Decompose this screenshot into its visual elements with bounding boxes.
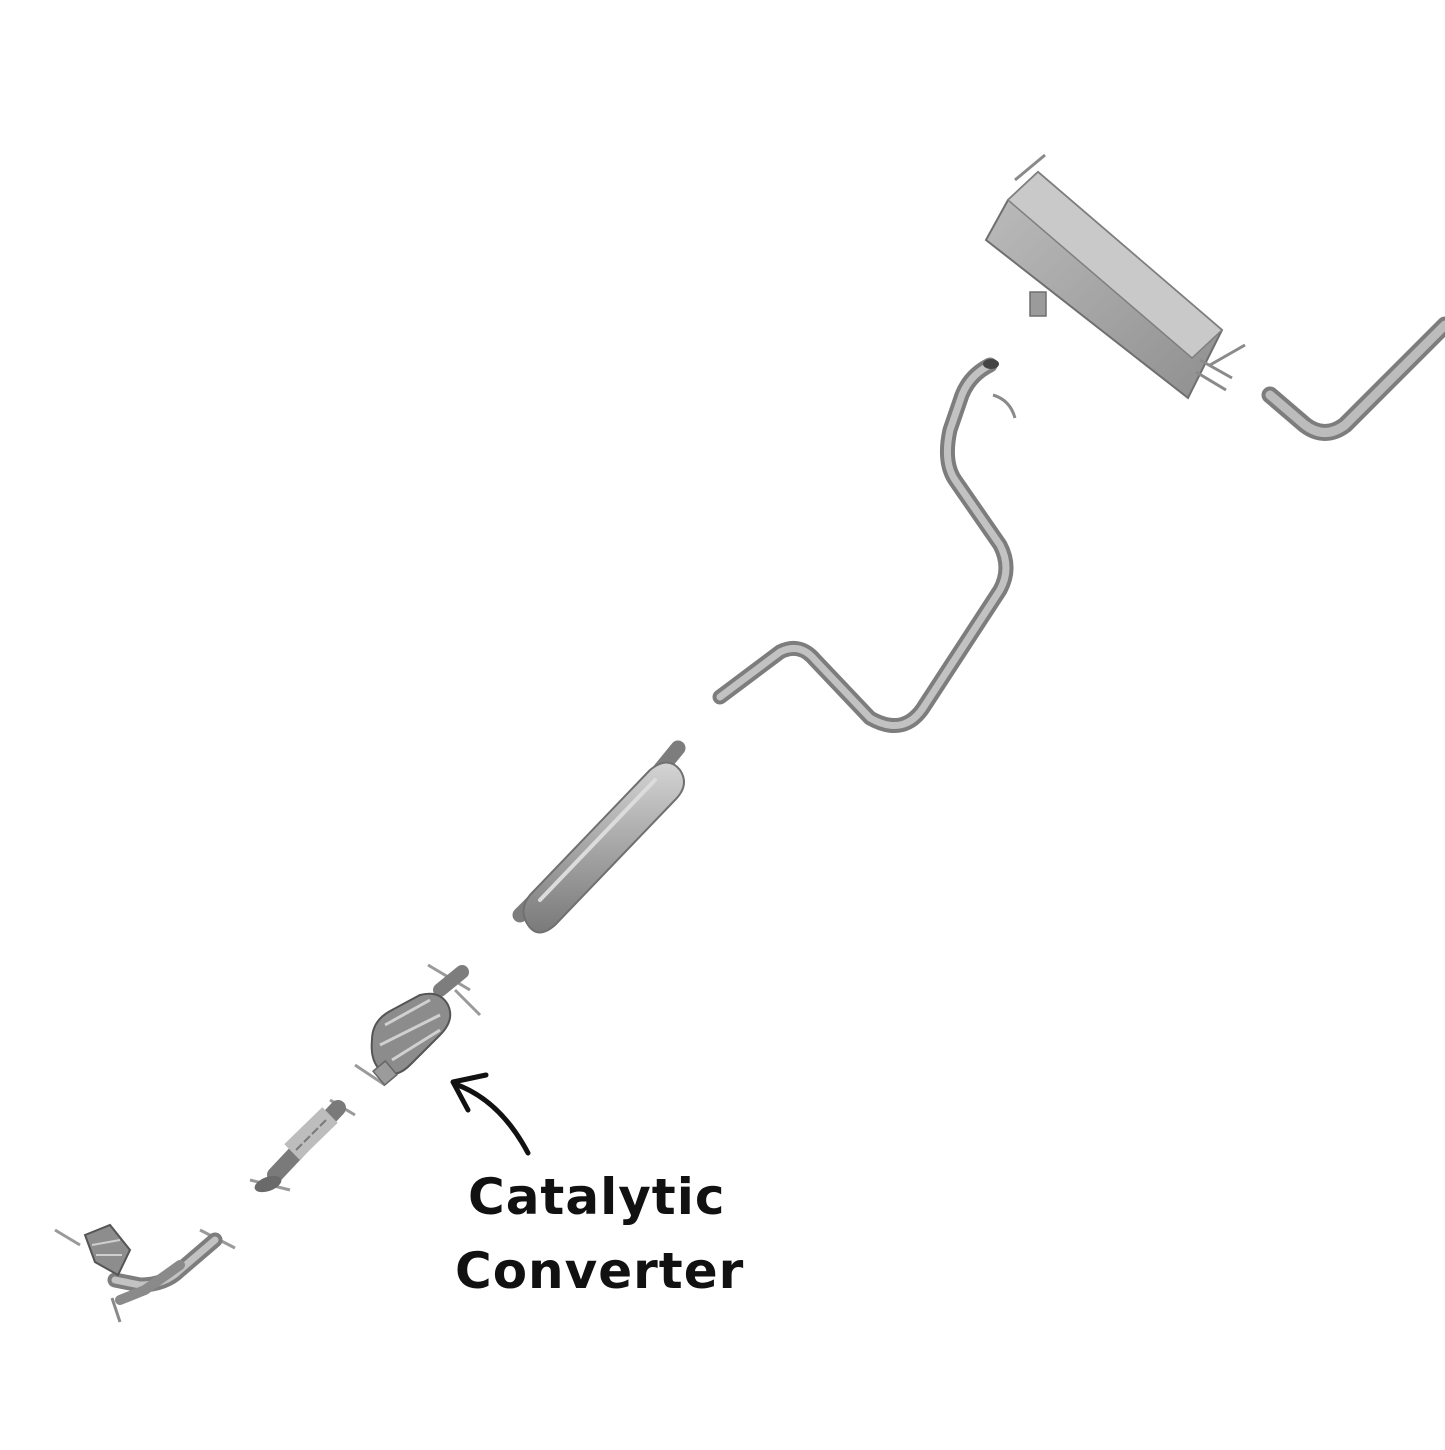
catalytic-converter <box>354 963 482 1087</box>
front-pipe <box>54 1223 236 1323</box>
callout-label-line-1: Catalytic <box>468 1168 726 1226</box>
tail-pipe <box>1261 316 1445 441</box>
intermediate-pipe <box>712 357 1017 733</box>
callout-arrow <box>450 1072 531 1156</box>
resonator <box>512 740 686 934</box>
flex-pipe <box>249 1098 356 1193</box>
callout-label-line-2: Converter <box>455 1242 745 1300</box>
muffler <box>984 153 1246 400</box>
